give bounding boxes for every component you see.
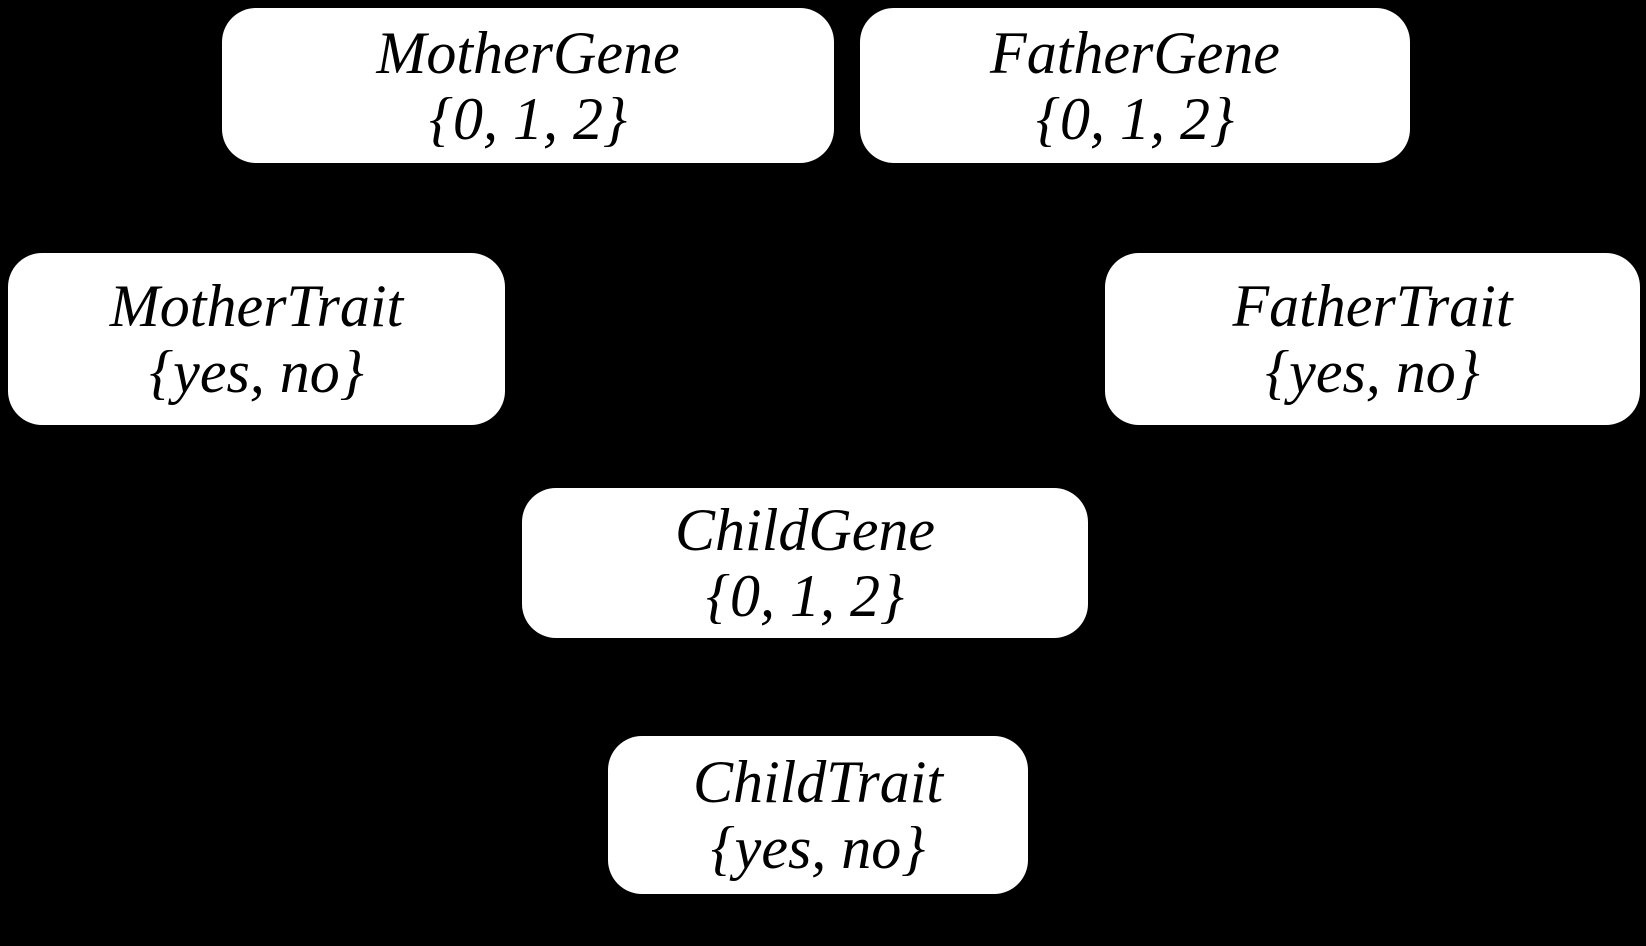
node-father-trait-label: FatherTrait [1232, 273, 1513, 339]
node-mother-gene-domain: {0, 1, 2} [429, 85, 627, 152]
node-child-trait[interactable]: ChildTrait {yes, no} [608, 736, 1028, 894]
node-child-trait-domain: {yes, no} [710, 815, 926, 881]
node-father-trait-domain: {yes, no} [1265, 339, 1480, 405]
node-child-gene[interactable]: ChildGene {0, 1, 2} [522, 488, 1088, 638]
node-father-gene[interactable]: FatherGene {0, 1, 2} [860, 8, 1410, 163]
node-child-gene-domain: {0, 1, 2} [706, 563, 904, 629]
node-mother-trait[interactable]: MotherTrait {yes, no} [8, 253, 505, 425]
node-mother-gene[interactable]: MotherGene {0, 1, 2} [222, 8, 834, 163]
node-child-gene-label: ChildGene [675, 497, 935, 563]
node-father-trait[interactable]: FatherTrait {yes, no} [1105, 253, 1640, 425]
node-father-gene-domain: {0, 1, 2} [1036, 85, 1234, 152]
node-mother-trait-domain: {yes, no} [149, 339, 364, 405]
node-mother-gene-label: MotherGene [376, 19, 680, 86]
node-child-trait-label: ChildTrait [692, 749, 944, 815]
node-mother-trait-label: MotherTrait [109, 273, 404, 339]
node-father-gene-label: FatherGene [990, 19, 1280, 86]
